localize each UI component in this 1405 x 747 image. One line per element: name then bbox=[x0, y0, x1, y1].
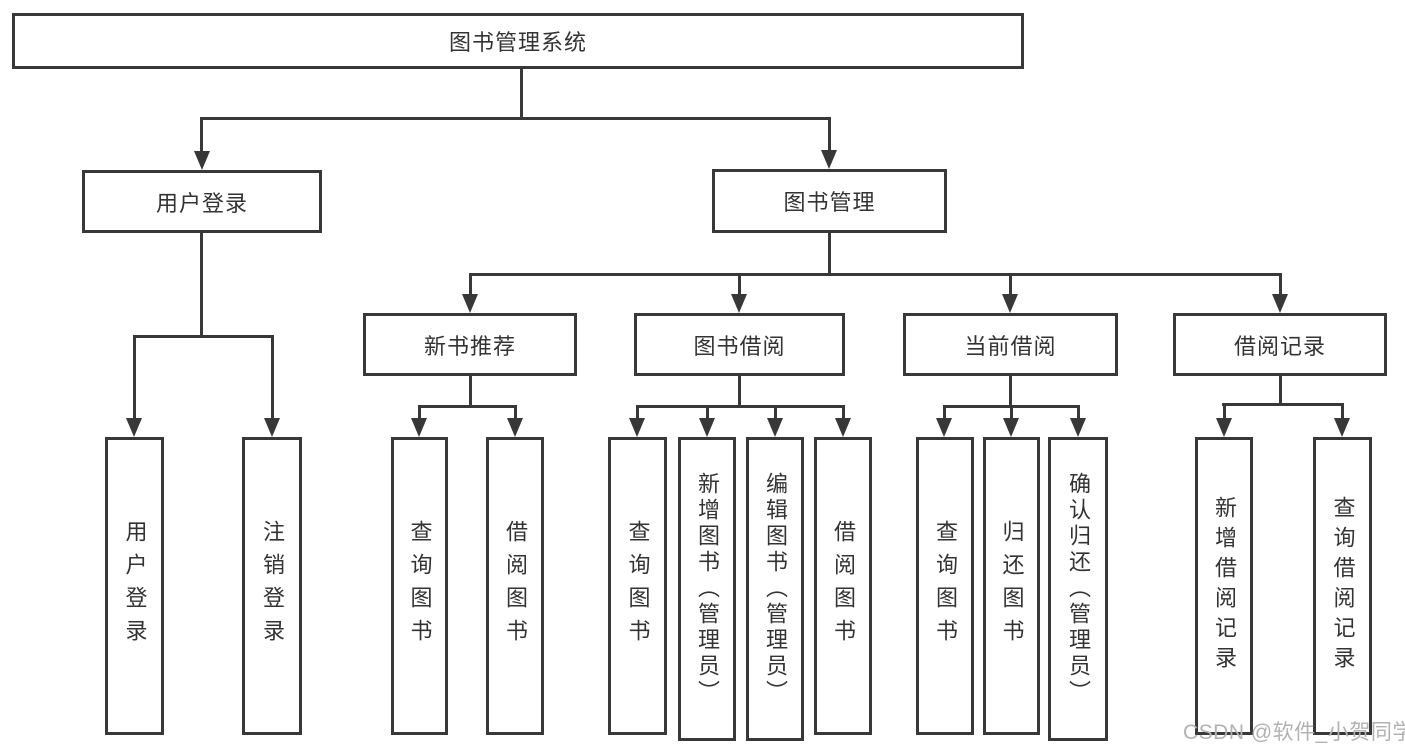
connector-line bbox=[418, 405, 517, 408]
connector-line bbox=[1222, 403, 1344, 406]
arrow-down-icon bbox=[1003, 418, 1019, 437]
connector-line bbox=[418, 405, 421, 421]
arrow-down-icon bbox=[1334, 418, 1350, 437]
node-bb-add-books-admin: 新增图书（管理员） bbox=[678, 437, 736, 741]
arrow-down-icon bbox=[835, 418, 851, 437]
arrow-down-icon bbox=[194, 151, 210, 170]
arrow-down-icon bbox=[1216, 418, 1232, 437]
connector-line bbox=[200, 117, 203, 153]
node-cb-query-books: 查询图书 bbox=[916, 437, 974, 735]
connector-line bbox=[1009, 273, 1012, 297]
connector-line bbox=[520, 69, 523, 120]
arrow-down-icon bbox=[126, 418, 142, 437]
connector-line bbox=[469, 376, 472, 407]
node-nb-borrow-books: 借阅图书 bbox=[486, 437, 544, 735]
arrow-down-icon bbox=[1070, 418, 1086, 437]
arrow-down-icon bbox=[1002, 294, 1018, 313]
connector-line bbox=[1010, 405, 1013, 421]
connector-line bbox=[1341, 403, 1344, 421]
arrow-down-icon bbox=[767, 418, 783, 437]
node-cb-return-books: 归还图书 bbox=[983, 437, 1040, 735]
node-current-borrow: 当前借阅 bbox=[903, 313, 1118, 376]
node-nb-query-books: 查询图书 bbox=[391, 437, 448, 735]
connector-line bbox=[774, 405, 777, 421]
arrow-down-icon bbox=[821, 150, 837, 169]
node-bb-query-books: 查询图书 bbox=[608, 437, 667, 735]
node-borrow-records: 借阅记录 bbox=[1173, 313, 1387, 376]
connector-line bbox=[200, 117, 831, 120]
arrow-down-icon bbox=[629, 418, 645, 437]
node-cb-confirm-return-admin: 确认归还（管理员） bbox=[1048, 437, 1108, 741]
connector-line bbox=[828, 117, 831, 152]
connector-line bbox=[514, 405, 517, 421]
connector-line bbox=[706, 405, 709, 421]
connector-line bbox=[828, 233, 831, 275]
connector-line bbox=[271, 335, 274, 419]
arrow-down-icon bbox=[1272, 294, 1288, 313]
node-new-book-recommend: 新书推荐 bbox=[363, 313, 577, 376]
connector-line bbox=[943, 405, 946, 421]
connector-line bbox=[1279, 376, 1282, 405]
arrow-down-icon bbox=[731, 294, 747, 313]
connector-line bbox=[1223, 403, 1226, 421]
node-br-add-record: 新增借阅记录 bbox=[1195, 437, 1253, 735]
connector-line bbox=[738, 273, 741, 297]
node-book-management: 图书管理 bbox=[712, 169, 947, 233]
node-bb-edit-books-admin: 编辑图书（管理员） bbox=[746, 437, 804, 741]
connector-line bbox=[1009, 376, 1012, 407]
connector-line bbox=[842, 405, 845, 421]
arrow-down-icon bbox=[411, 418, 427, 437]
node-book-borrow: 图书借阅 bbox=[634, 313, 845, 376]
node-br-query-record: 查询借阅记录 bbox=[1313, 437, 1372, 735]
connector-line bbox=[133, 335, 136, 419]
arrow-down-icon bbox=[699, 418, 715, 437]
node-library-system: 图书管理系统 bbox=[12, 13, 1024, 69]
connector-line bbox=[738, 376, 741, 407]
connector-line bbox=[469, 273, 1282, 276]
connector-line bbox=[133, 335, 274, 338]
arrow-down-icon bbox=[462, 294, 478, 313]
arrow-down-icon bbox=[264, 418, 280, 437]
arrow-down-icon bbox=[507, 418, 523, 437]
watermark: CSDN @软件_小贺同学 bbox=[1183, 721, 1405, 744]
node-user-login: 用户登录 bbox=[82, 170, 322, 233]
connector-line bbox=[469, 273, 472, 297]
connector-line bbox=[1279, 273, 1282, 297]
connector-line bbox=[636, 405, 844, 408]
node-bb-borrow-books: 借阅图书 bbox=[814, 437, 872, 735]
connector-line bbox=[636, 405, 639, 421]
node-leaf-logout: 注销登录 bbox=[242, 437, 302, 735]
connector-line bbox=[1077, 405, 1080, 421]
arrow-down-icon bbox=[936, 418, 952, 437]
node-leaf-user-login: 用户登录 bbox=[105, 437, 164, 735]
connector-line bbox=[200, 233, 203, 337]
